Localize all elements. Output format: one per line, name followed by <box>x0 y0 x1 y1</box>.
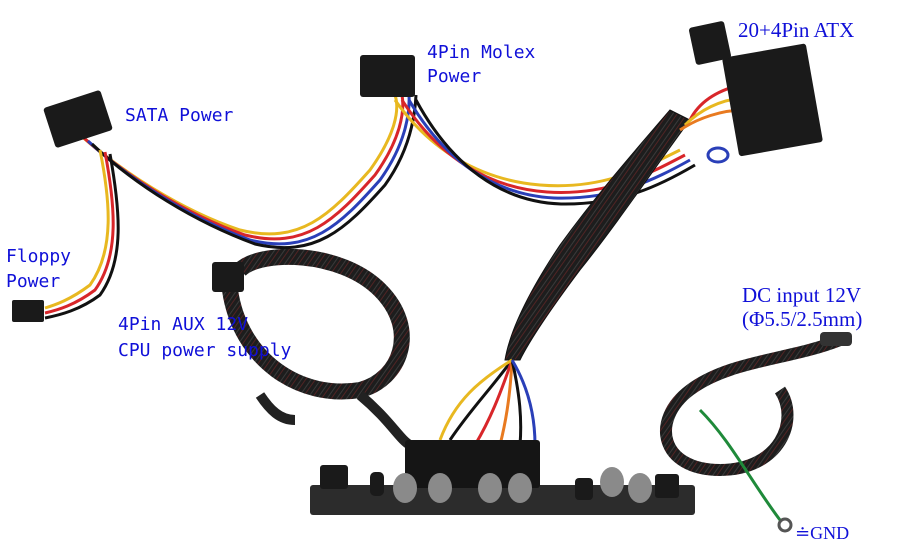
label-dc-line2: (Φ5.5/2.5mm) <box>742 307 863 331</box>
atx-4pin-connector <box>689 21 731 65</box>
atx-fanout-wires <box>438 358 537 446</box>
label-molex-line2: Power <box>427 66 482 87</box>
aux-sleeve-loop <box>222 248 410 400</box>
floppy-connector <box>12 300 44 322</box>
molex-connector <box>360 55 415 97</box>
sata-connector <box>43 90 113 148</box>
dc-input-cable <box>660 334 843 477</box>
atx-connector <box>722 43 823 157</box>
cable-tie-blue <box>706 146 730 164</box>
label-aux-line2: CPU power supply <box>118 340 292 361</box>
label-dc-line1: DC input 12V <box>742 283 862 307</box>
gnd-ring-terminal <box>777 517 793 533</box>
label-aux-line1: 4Pin AUX 12V <box>118 314 249 335</box>
label-atx: 20+4Pin ATX <box>738 18 855 42</box>
label-gnd: ≐GND <box>795 523 850 543</box>
label-floppy-line1: Floppy <box>6 246 72 267</box>
label-floppy-line2: Power <box>6 271 61 292</box>
gnd-wire <box>698 408 782 521</box>
dc-jack <box>820 332 852 346</box>
psu-board <box>310 440 695 515</box>
atx-sleeve <box>504 109 691 361</box>
aux-connector <box>212 262 244 292</box>
peripheral-wire-bundle <box>44 94 696 320</box>
label-molex-line1: 4Pin Molex <box>427 42 536 63</box>
label-sata-power: SATA Power <box>125 105 234 126</box>
